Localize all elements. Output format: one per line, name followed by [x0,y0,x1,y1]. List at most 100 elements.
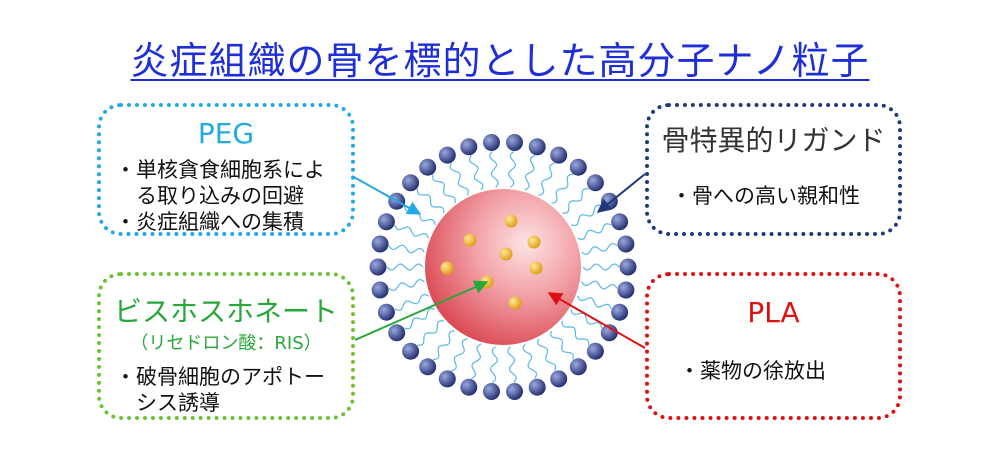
peg-chain [449,163,469,196]
drug-dot [508,296,522,310]
peg-chains [386,151,620,383]
peg-chain [432,174,456,204]
peg-chain [524,154,536,191]
peg-chain [470,343,482,380]
ligand-bead [550,146,568,164]
ligand-bead [369,258,387,276]
ligand-bead [402,342,420,360]
bisphosphonate-arrow [354,280,489,341]
ligand-bead [528,378,546,396]
ligand-bead [483,134,500,151]
ligand-bead [586,342,604,360]
peg-label: PEG [197,117,255,150]
drug-dot [504,214,518,228]
peg-chain [394,224,429,239]
bisphosphonate-bullet-1: ・破骨細胞のアポトー [115,365,325,389]
peg-chain [577,223,612,241]
peg-chain [581,242,618,256]
peg-chain [551,173,573,204]
pla-box: PLA ・薬物の徐放出 [645,272,902,420]
ligand-bead [438,146,456,164]
ligand-bead [388,192,406,210]
drug-dot [499,247,513,261]
pla-core [425,189,581,345]
ligand-bead [371,235,389,253]
ligand-bead [550,370,568,388]
drug-dot [480,275,494,289]
ligand-box: 骨特異的リガンド ・骨への高い親和性 [645,103,902,236]
ligand-bead [402,174,420,192]
peg-bullet-3: ・炎症組織への集積 [115,210,304,234]
ligand-label: 骨特異的リガンド [661,124,886,157]
surface-beads [369,134,637,400]
peg-box: PEG ・単核貪食細胞系によ る取り込みの回避 ・炎症組織への集積 [97,103,355,236]
peg-chain [388,244,425,254]
drug-dot [463,233,477,247]
peg-chain [537,338,557,371]
peg-chain [489,346,499,383]
ligand-arrow [596,173,646,213]
peg-bullet-2: る取り込みの回避 [115,184,304,208]
figure-title: 炎症組織の骨を標的とした高分子ナノ粒子 [130,39,870,83]
peg-chain [570,308,603,329]
ligand-bead [377,303,395,321]
peg-chain [507,151,517,188]
ligand-bead [388,324,406,342]
peg-chain [570,204,602,227]
peg-chain [561,320,590,346]
peg-chain [550,330,574,360]
ligand-bead [569,158,587,176]
peg-chain [562,188,589,214]
ligand-bead [377,213,395,231]
ligand-bead [611,303,629,321]
bisphosphonate-bullet-2: シス誘導 [115,391,220,415]
ligand-bead [619,258,637,276]
peg-chain [451,338,468,372]
ligand-bead [483,383,500,400]
ligand-bead [586,174,604,192]
ligand-bead [569,358,587,376]
peg-chain [489,151,499,188]
ligand-bead [617,281,635,299]
ligand-bullet-1: ・骨への高い親和性 [671,184,860,208]
drug-dot [529,261,543,275]
peg-chain [386,263,424,271]
drug-molecules [440,214,543,310]
ligand-bead [419,158,437,176]
pla-label: PLA [747,296,800,329]
peg-chain [469,155,484,191]
peg-chain [581,280,618,290]
bisphosphonate-box: ビスホスホネート （リセドロン酸：RIS） ・破骨細胞のアポトー シス誘導 [97,272,355,420]
ligand-bead [600,324,618,342]
ligand-bead [600,192,618,210]
ligand-bead [419,358,437,376]
peg-chain [577,295,612,310]
peg-chain [433,330,455,361]
ligand-bead [460,138,478,156]
pla-arrow [547,292,646,349]
drug-dot [440,261,454,275]
peg-bullet-1: ・単核貪食細胞系によ [115,158,325,182]
peg-chain [404,307,436,330]
pla-bullet-1: ・薬物の徐放出 [679,359,826,383]
peg-chain [417,320,444,346]
peg-chain [582,263,620,271]
ligand-bead [438,370,456,388]
ligand-bead [611,213,629,231]
ligand-bead [460,378,478,396]
ligand-bead [506,134,523,151]
ligand-bead [617,235,635,253]
ligand-bead [506,383,523,400]
ligand-bead [528,138,546,156]
ligand-bead [371,281,389,299]
peg-chain [403,205,436,226]
peg-chain [394,293,429,311]
peg-arrow [351,175,422,215]
peg-chain [388,278,425,292]
bisphosphonate-sublabel: （リセドロン酸：RIS） [130,333,322,354]
peg-chain [507,346,517,383]
peg-chain [522,343,537,379]
peg-chain [538,162,555,196]
bisphosphonate-label: ビスホスホネート [113,295,338,328]
peg-chain [416,188,445,214]
